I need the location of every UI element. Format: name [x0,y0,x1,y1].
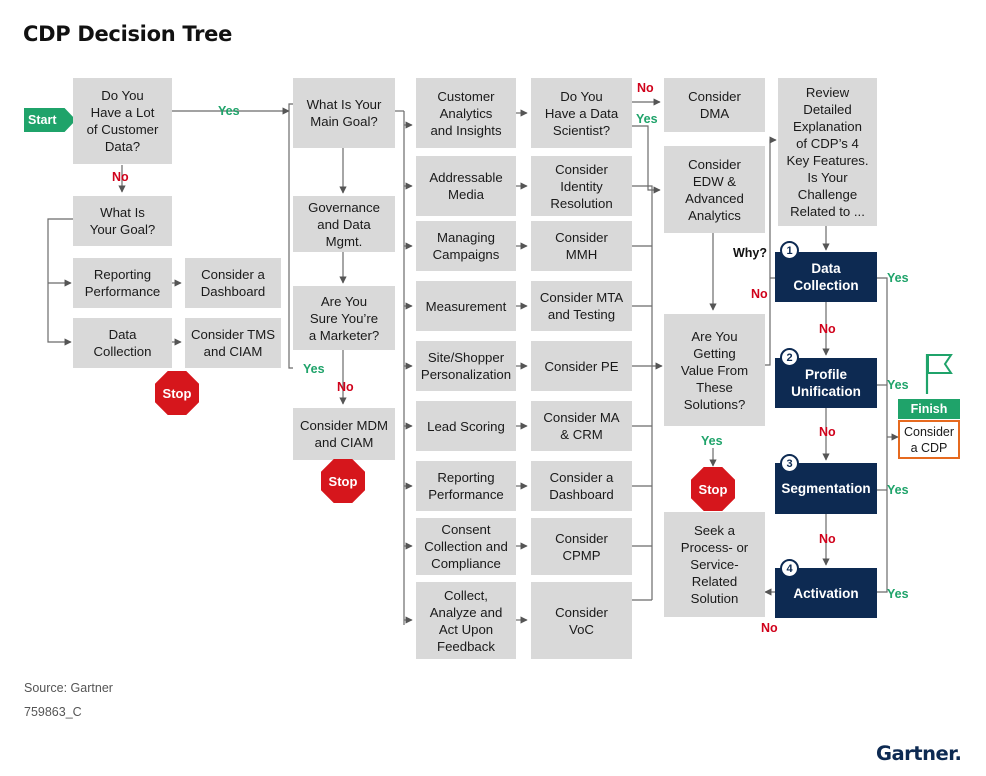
step-number-badge: 3 [780,454,799,473]
node-governance: Governance and Data Mgmt. [293,196,395,252]
goal-managing-campaigns: Managing Campaigns [416,221,516,271]
label-yes: Yes [887,483,909,497]
label-no: No [637,81,654,95]
source-note: Source: Gartner [24,681,113,695]
label-yes: Yes [303,362,325,376]
node-consider-mdm: Consider MDM and CIAM [293,408,395,460]
goal-site-personalization: Site/Shopper Personalization [416,341,516,391]
node-consider-dashboard: Consider a Dashboard [185,258,281,308]
node-review-features: Review Detailed Explanation of CDP’s 4 K… [778,78,877,226]
goal-consent-collection: Consent Collection and Compliance [416,518,516,575]
node-marketer: Are You Sure You’re a Marketer? [293,286,395,350]
node-consider-edw: Consider EDW & Advanced Analytics [664,146,765,233]
finish-banner: Finish [898,399,960,419]
node-reporting-performance: Reporting Performance [73,258,172,308]
node-consider-pe: Consider PE [531,341,632,391]
label-no: No [819,532,836,546]
feature-data-collection: Data Collection [775,252,877,302]
stop-sign: Stop [321,459,365,503]
stop-sign: Stop [155,371,199,415]
feature-profile-unification: Profile Unification [775,358,877,408]
node-consider-cpmp: Consider CPMP [531,518,632,575]
step-number-badge: 1 [780,241,799,260]
node-main-goal: What Is Your Main Goal? [293,78,395,148]
goal-addressable-media: Addressable Media [416,156,516,216]
start-arrow: Start [24,108,76,132]
finish-flag-icon [925,354,953,394]
goal-reporting-performance: Reporting Performance [416,461,516,511]
label-yes: Yes [887,587,909,601]
node-lot-of-data: Do You Have a Lot of Customer Data? [73,78,172,164]
label-no: No [819,425,836,439]
node-data-scientist: Do You Have a Data Scientist? [531,78,632,148]
goal-feedback: Collect, Analyze and Act Upon Feedback [416,582,516,659]
label-no: No [761,621,778,635]
node-consider-mta: Consider MTA and Testing [531,281,632,331]
goal-customer-analytics: Customer Analytics and Insights [416,78,516,148]
stop-sign: Stop [691,467,735,511]
figure-code: 759863_C [24,705,82,719]
goal-lead-scoring: Lead Scoring [416,401,516,451]
label-no: No [337,380,354,394]
gartner-logo: Gartner. [876,742,962,765]
node-consider-voc: Consider VoC [531,582,632,659]
label-yes: Yes [887,378,909,392]
node-consider-cdp: Consider a CDP [898,420,960,459]
node-seek-solution: Seek a Process- or Service- Related Solu… [664,512,765,617]
node-consider-dashboard-2: Consider a Dashboard [531,461,632,511]
node-getting-value: Are You Getting Value From These Solutio… [664,314,765,426]
label-yes: Yes [887,271,909,285]
node-consider-mmh: Consider MMH [531,221,632,271]
label-why: Why? [733,246,768,260]
node-identity-resolution: Consider Identity Resolution [531,156,632,216]
label-no: No [112,170,129,184]
node-consider-dma: Consider DMA [664,78,765,132]
label-yes: Yes [636,112,658,126]
label-yes: Yes [218,104,240,118]
node-consider-tms: Consider TMS and CIAM [185,318,281,368]
label-yes: Yes [701,434,723,448]
page-title: CDP Decision Tree [23,22,233,46]
node-consider-ma-crm: Consider MA & CRM [531,401,632,451]
goal-measurement: Measurement [416,281,516,331]
node-what-goal: What Is Your Goal? [73,196,172,246]
step-number-badge: 4 [780,559,799,578]
label-no: No [751,287,768,301]
feature-segmentation: Segmentation [775,463,877,514]
node-data-collection: Data Collection [73,318,172,368]
step-number-badge: 2 [780,348,799,367]
label-no: No [819,322,836,336]
